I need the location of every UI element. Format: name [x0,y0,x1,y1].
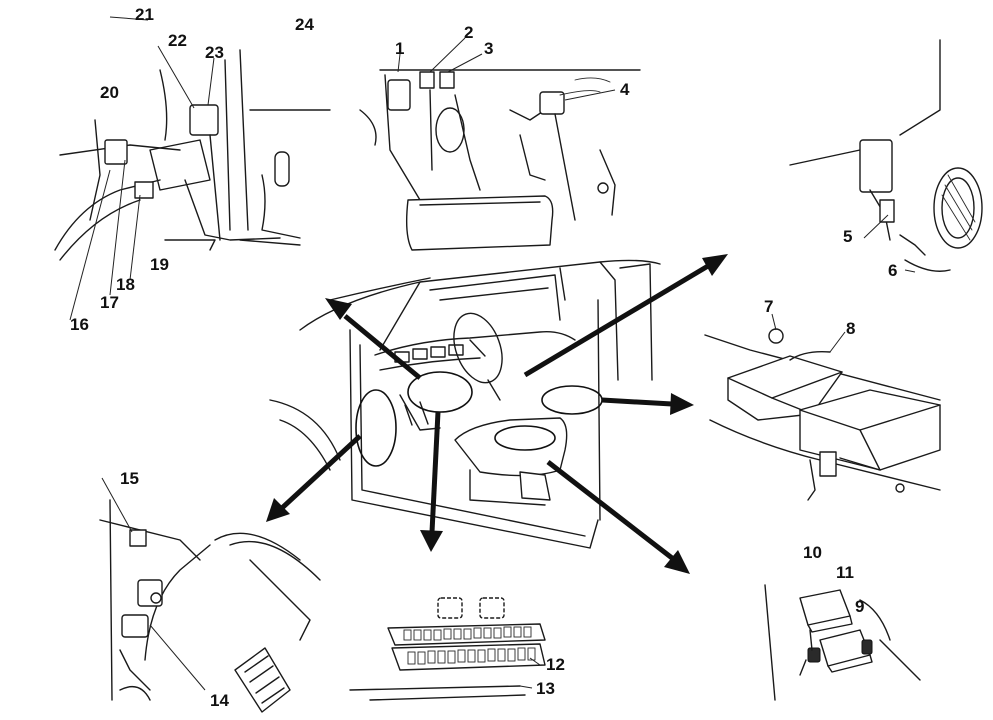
vehicle-interior-view [269,259,661,549]
callout-13: 13 [536,679,555,698]
callout-17: 17 [100,293,119,312]
callout-11: 11 [836,563,854,582]
location-mark-fuse-block [407,371,473,413]
location-mark-under-seat [494,425,556,451]
location-mark-pillar [541,385,603,415]
callout-7: 7 [764,297,773,316]
callout-leaders [69,16,916,691]
left-footwell-view [54,49,331,261]
pedal-switch-view [359,69,641,251]
callout-3: 3 [484,39,493,58]
fuse-block-view [349,597,546,701]
callout-6: 6 [888,261,897,280]
callout-21: 21 [135,5,154,24]
arrow-to-relay-unit [546,460,690,574]
callout-16: 16 [70,315,89,334]
callout-15: 15 [120,469,139,488]
arrow-to-kick-panel [266,434,362,522]
callout-labels: 1 2 3 4 5 6 7 8 9 10 11 12 13 14 15 16 1… [70,5,897,710]
relay-unit-view [764,584,921,701]
arrow-to-under-seat-module [601,393,694,415]
callout-8: 8 [846,319,855,338]
callout-20: 20 [100,83,119,102]
callout-10: 10 [803,543,822,562]
arrow-to-door-pillar [523,254,728,378]
callout-14: 14 [210,691,229,710]
callout-9: 9 [855,597,864,616]
callout-23: 23 [205,43,224,62]
location-mark-kick-panel [355,389,397,467]
callout-5: 5 [843,227,852,246]
location-arrows [266,254,728,574]
callout-1: 1 [395,39,404,58]
callout-2: 2 [464,23,473,42]
under-seat-module-view [704,328,941,501]
fuse-row-lower [407,647,536,665]
callout-24: 24 [295,15,314,34]
callout-19: 19 [150,255,169,274]
callout-12: 12 [546,655,565,674]
callout-4: 4 [620,80,630,99]
door-pillar-view [789,39,983,272]
arrow-to-left-footwell [325,298,422,380]
callout-18: 18 [116,275,135,294]
fuse-row-upper [403,626,532,641]
callout-22: 22 [168,31,187,50]
kick-panel-view [99,499,321,713]
arrow-to-fuse-block [420,411,443,552]
